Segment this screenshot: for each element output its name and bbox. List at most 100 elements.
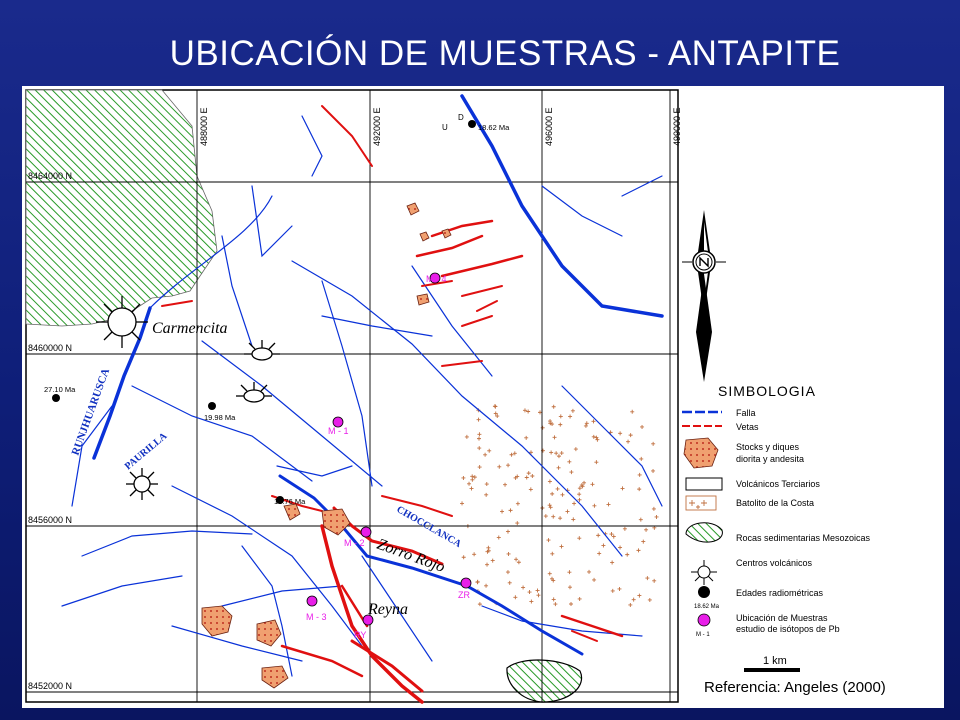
batholith-cross (577, 492, 582, 497)
batholith-cross (567, 585, 572, 590)
batholith-cross (535, 588, 540, 593)
batholith-cross (476, 417, 481, 422)
northing-label-8460000: 8460000 N (28, 343, 72, 353)
sample-label-ry: RY (354, 630, 366, 640)
batholith-cross (549, 576, 554, 581)
batholith-cross (477, 436, 482, 441)
batholith-cross (483, 452, 488, 457)
batholith-cross (591, 434, 596, 439)
batholith-cross (637, 593, 642, 598)
batholith-cross (472, 475, 477, 480)
batholith-cross (651, 506, 656, 511)
northing-label-8456000: 8456000 N (28, 515, 72, 525)
batholith-cross (584, 421, 589, 426)
batholith-cross (582, 480, 587, 485)
batholith-cross (514, 557, 519, 562)
batholith-cross (484, 583, 489, 588)
batholith-cross (556, 465, 561, 470)
batholith-cross (549, 450, 554, 455)
easting-label-496000: 496000 E (544, 107, 554, 146)
batholith-cross (461, 475, 466, 480)
legend-stock-icon (683, 437, 719, 469)
batholith-cross (506, 463, 511, 468)
batholith-cross (559, 451, 564, 456)
batholith-cross (548, 505, 553, 510)
batholith-cross (550, 551, 555, 556)
batholith-cross (513, 595, 518, 600)
batholith-cross (640, 424, 645, 429)
batholith-cross (636, 548, 641, 553)
batholith-cross (508, 508, 513, 513)
batholith-cross (560, 492, 565, 497)
batholith-cross (540, 425, 545, 430)
easting-label-499000: 499000 E (672, 107, 682, 146)
sample-label-m2: M - 2 (344, 538, 365, 548)
batholith-cross (569, 470, 574, 475)
batholith-cross (487, 448, 492, 453)
legend-sedimentary: Rocas sedimentarias Mesozoicas (736, 533, 871, 543)
legend: SIMBOLOGIA Falla Vetas Stocks y diques d… (682, 383, 871, 638)
batholith-cross (505, 529, 510, 534)
batholith-cross (467, 481, 472, 486)
age-label-1876: 18.76 Ma (274, 497, 306, 506)
batholith-cross (556, 454, 561, 459)
age-dot-1876 (276, 496, 284, 504)
batholith-cross (505, 570, 510, 575)
batholith-cross (587, 569, 592, 574)
legend-age-icon (698, 586, 710, 598)
batholith-cross (573, 447, 578, 452)
page-title: UBICACIÓN DE MUESTRAS - ANTAPITE (169, 34, 841, 73)
batholith-cross (608, 430, 613, 435)
batholith-cross (651, 468, 656, 473)
batholith-cross (647, 597, 652, 602)
batholith-cross (472, 552, 477, 557)
batholith-cross (609, 532, 614, 537)
batholith-cross (606, 502, 611, 507)
batholith-cross (631, 597, 636, 602)
sample-label-zr: ZR (458, 590, 470, 600)
easting-labels: 488000 E 492000 E 496000 E 499000 E (199, 107, 682, 146)
age-dot-1998 (208, 402, 216, 410)
north-letter-icon (699, 256, 709, 268)
batholith-cross (475, 580, 480, 585)
batholith-cross (522, 408, 527, 413)
easting-label-488000: 488000 E (199, 107, 209, 146)
sample-marker-m1 (332, 416, 344, 428)
batholith-cross (495, 414, 500, 419)
batholith-cross (551, 597, 556, 602)
legend-volcanic-center-icon (691, 560, 717, 585)
batholith-cross (550, 422, 555, 427)
batholith-cross (569, 601, 574, 606)
batholith-cross (547, 571, 552, 576)
sample-marker-m3 (306, 595, 318, 607)
batholith-cross (512, 451, 517, 456)
batholith-cross (538, 410, 543, 415)
batholith-cross (644, 527, 649, 532)
sample-marker-m2 (360, 526, 372, 538)
age-dot-2710 (52, 394, 60, 402)
legend-volcanic: Volcánicos Terciarios (736, 479, 820, 489)
batholith-cross (652, 525, 657, 530)
batholith-cross (477, 432, 482, 437)
batholith-cross (509, 452, 514, 457)
batholith-cross (618, 431, 623, 436)
batholith-cross (526, 471, 531, 476)
north-arrow-shaft (696, 274, 712, 382)
legend-stock-2: diorita y andesita (736, 454, 804, 464)
batholith-cross (577, 596, 582, 601)
batholith-cross (559, 544, 564, 549)
batholith-cross (625, 552, 630, 557)
batholith-cross (547, 479, 552, 484)
batholith-cross (638, 517, 643, 522)
batholith-cross (611, 534, 616, 539)
easting-label-492000: 492000 E (372, 107, 382, 146)
batholith-cross (484, 482, 489, 487)
batholith-cross (529, 599, 534, 604)
sedimentary-rocks-region (25, 89, 583, 703)
batholith-cross (610, 588, 615, 593)
batholith-cross (594, 435, 599, 440)
batholith-cross (551, 404, 556, 409)
batholith-cross (515, 521, 520, 526)
batholith-cross (515, 501, 520, 506)
batholith-cross (592, 577, 597, 582)
